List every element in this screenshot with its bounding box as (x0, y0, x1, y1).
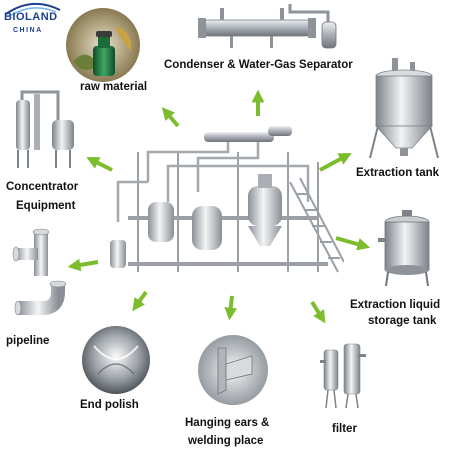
label-hanging-line1: Hanging ears & (185, 417, 270, 429)
polished-dish-icon (82, 326, 150, 394)
label-concentrator-line1: Concentrator (6, 181, 79, 193)
herb-bottle-icon (66, 8, 140, 82)
label-condenser: Condenser & Water-Gas Separator (164, 59, 353, 71)
condenser-icon (198, 4, 337, 49)
arrow-to-extraction-tank (319, 152, 352, 172)
extraction-tank-icon (369, 58, 439, 159)
label-extraction-tank: Extraction tank (356, 167, 440, 179)
logo-subtitle: CHINA (13, 27, 43, 34)
arrow-to-filter (310, 300, 326, 324)
label-raw-material: raw material (80, 81, 148, 93)
storage-tank-icon (378, 210, 430, 287)
arrow-to-raw-material (161, 107, 180, 128)
label-end-polish: End polish (80, 399, 139, 411)
pipe-fittings-icon (12, 228, 67, 316)
welded-bracket-icon (198, 335, 268, 405)
arrow-to-end-polish (132, 290, 148, 312)
label-storage-line2: storage tank (368, 315, 437, 327)
arrow-to-storage-tank (335, 236, 371, 251)
label-pipeline: pipeline (6, 335, 50, 347)
label-hanging-line2: welding place (188, 435, 264, 447)
concentrator-icon (16, 90, 74, 168)
label-storage-line1: Extraction liquid (350, 299, 441, 311)
arrow-to-pipeline (67, 258, 99, 272)
arrow-to-concentrator (86, 157, 113, 172)
label-concentrator-line2: Equipment (16, 200, 76, 212)
filter-housing-icon (320, 343, 366, 409)
logo-wordmark: BIOLAND (4, 11, 58, 23)
label-filter: filter (332, 423, 357, 435)
logo-swoosh-icon (5, 3, 61, 17)
extraction-plant-icon (110, 126, 344, 273)
arrow-to-hanging-ears (224, 295, 238, 321)
